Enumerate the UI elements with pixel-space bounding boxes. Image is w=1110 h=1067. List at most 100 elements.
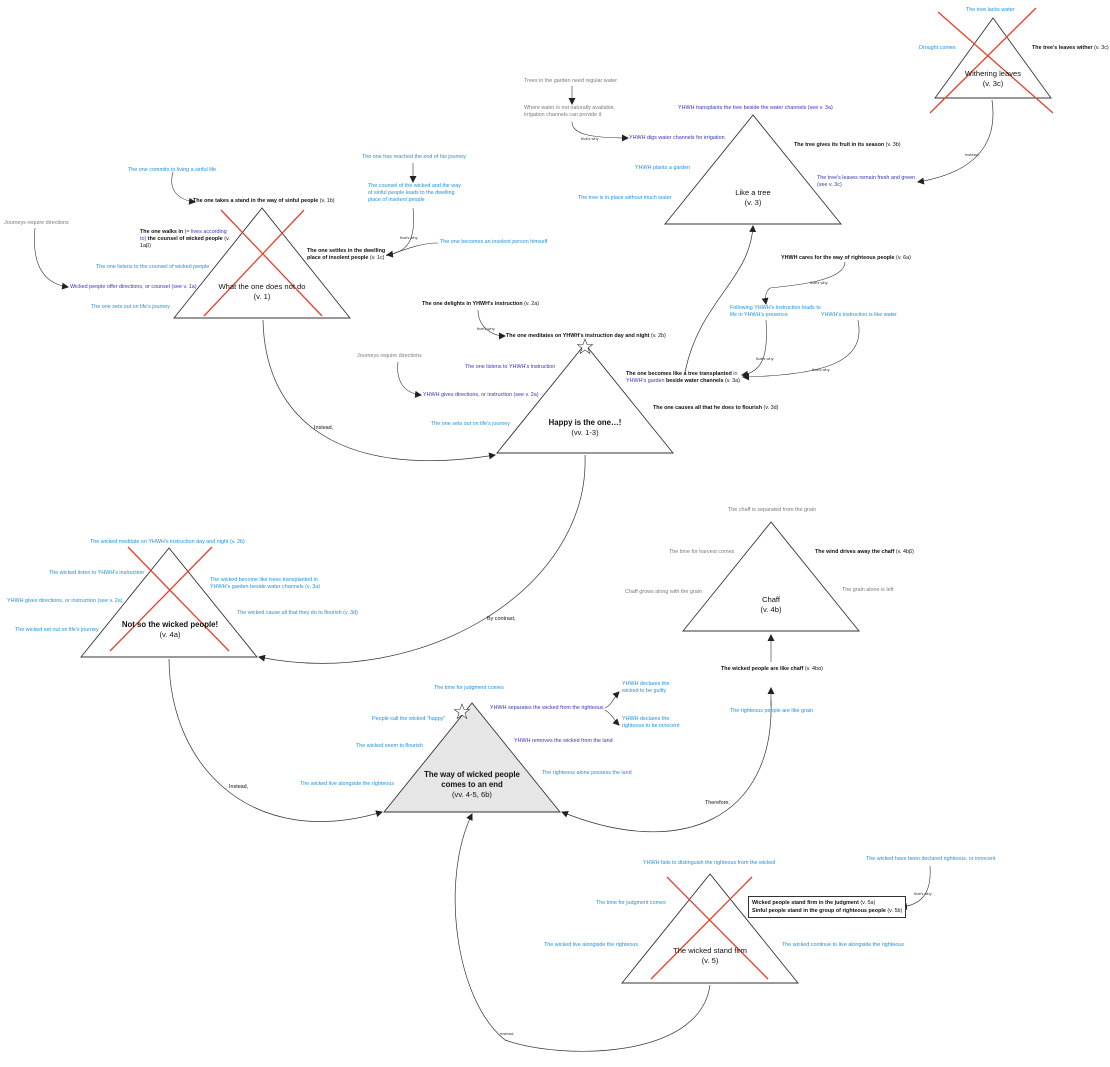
- cross-wither: [929, 7, 1054, 114]
- arrow-journeys-to-gives: [397, 361, 422, 398]
- label-transplants: YHWH transplants the tree beside the wat…: [678, 105, 833, 111]
- connector-thats-why-3: that's why: [477, 326, 495, 331]
- connector-instead-4: Instead,: [965, 152, 980, 157]
- title-wither: Withering leaves(v. 3c): [964, 69, 1022, 88]
- label-plants: YHWH plants a garden: [635, 165, 691, 171]
- label-journeys-1: Journeys require directions: [4, 220, 69, 226]
- label-walks: The one walks in (= lives according to) …: [140, 229, 230, 250]
- label-harvest: The time for harvest comes: [669, 549, 735, 555]
- label-fails: YHWH fails to distinguish the righteous …: [643, 860, 776, 866]
- title-not-do: What the one does not do(v. 1): [218, 282, 306, 301]
- label-wicked-become: The wicked become like trees transplante…: [210, 577, 320, 591]
- label-grain-left: The grain alone is left: [842, 587, 894, 593]
- cross-not-so: [109, 546, 230, 652]
- arrow-wither-to-tree: [917, 99, 994, 185]
- label-fruit: The tree gives its fruit in its season (…: [794, 142, 901, 148]
- arrow-where-to-digs: [571, 121, 629, 142]
- connector-therefore: Therefore,: [705, 800, 730, 806]
- label-wicked-gives: YHWH gives directions, or instruction (s…: [7, 598, 123, 604]
- box-line-1: Wicked people stand firm in the judgment…: [752, 900, 876, 906]
- triangle-way-end: [383, 702, 561, 813]
- label-reached-end: The one has reached the end of his journ…: [362, 154, 466, 160]
- label-digs: YHWH digs water channels for irrigation: [629, 135, 725, 141]
- label-trees-need: Trees in the garden need regular water: [524, 78, 617, 84]
- arrow-separates-to-innocent: [604, 709, 620, 726]
- star-happy-icon: [576, 338, 594, 355]
- label-declared: The wicked have been declared righteous,…: [866, 856, 996, 862]
- label-judgment-1: The time for judgment comes: [434, 685, 504, 691]
- title-happy: Happy is the one…!(vv. 1-3): [548, 418, 622, 438]
- arrow-chaff-to-wayend: [561, 699, 772, 833]
- label-call-happy: People call the wicked "happy": [372, 716, 446, 722]
- cross-stand-firm: [650, 876, 769, 980]
- label-instr-water: YHWH's instruction is like water: [821, 312, 897, 318]
- star-way-end-icon: [453, 703, 471, 720]
- label-meditates: The one meditates on YHWH's instruction …: [506, 333, 666, 339]
- triangle-tree: [664, 114, 842, 225]
- label-separates: YHWH separates the wicked from the right…: [490, 705, 604, 711]
- arrow-notdo-to-happy: [262, 319, 496, 462]
- connector-thats-why-4: that's why: [810, 280, 828, 285]
- label-wicked-cause: The wicked cause all that they do to flo…: [237, 610, 358, 616]
- title-not-so: Not so the wicked people!(v. 4a): [121, 620, 219, 640]
- label-like-chaff: The wicked people are like chaff (v. 4bα…: [721, 666, 823, 672]
- label-settles: The one settles in the dwelling place of…: [307, 248, 386, 262]
- triangle-wither: [934, 17, 1052, 99]
- label-insolent: The one becomes an insolent person himse…: [440, 239, 548, 245]
- arrow-happy-to-notso: [258, 454, 586, 664]
- label-listens-yhwh: The one listens to YHWH's instruction: [465, 364, 556, 370]
- connector-thats-why-2: that's why: [581, 136, 599, 141]
- arrow-cares-to-following: [761, 261, 846, 305]
- label-innocent: YHWH declares the righteous to be innoce…: [622, 716, 680, 730]
- label-where-water: Where water is not naturally available, …: [524, 105, 616, 119]
- title-tree: Like a tree(v. 3): [735, 188, 771, 207]
- label-chaff-grows: Chaff grows along with the grain: [625, 589, 702, 595]
- title-chaff: Chaff(v. 4b): [760, 595, 782, 614]
- label-possess: The righteous alone possess the land: [542, 770, 632, 776]
- arrow-following-to-becomes: [741, 319, 767, 378]
- label-guilty: YHWH declares the wicked to be guilty: [622, 681, 670, 695]
- label-lacks-water: The tree lacks water: [966, 7, 1015, 13]
- arrow-happy-to-tree: [684, 225, 757, 373]
- label-removes: YHWH removes the wicked from the land: [514, 738, 613, 744]
- arrow-notso-to-wayend: [168, 658, 383, 822]
- label-sets-out-2: The one sets out on life's journey: [431, 421, 510, 427]
- connector-thats-why-7: that's why: [914, 891, 932, 896]
- label-counsel-leads: The counsel of the wicked and the way of…: [368, 183, 461, 204]
- label-leaves-wither: The tree's leaves wither (v. 3c): [1032, 45, 1109, 51]
- connector-instead-3: Instead,: [500, 1031, 515, 1036]
- arrow-journeys-to-offer: [34, 227, 69, 290]
- label-becomes-tree: The one becomes like a tree transplanted…: [626, 371, 740, 385]
- label-wicked-offer: Wicked people offer directions, or couns…: [70, 284, 197, 290]
- label-judgment-2: The time for judgment comes: [596, 900, 666, 906]
- label-wind: The wind drives away the chaff (v. 4bβ): [815, 549, 914, 555]
- arrow-separates-to-guilty: [604, 691, 620, 709]
- connector-thats-why-6: that's why: [812, 367, 830, 372]
- label-journeys-2: Journeys require directions: [357, 353, 422, 359]
- label-causes-flourish: The one causes all that he does to flour…: [653, 405, 779, 411]
- label-seem-flourish: The wicked seem to flourish: [356, 743, 423, 749]
- label-delights: The one delights in YHWH's instruction (…: [422, 301, 540, 307]
- arrow-water-to-becomes: [742, 319, 860, 381]
- triangle-not-do: [173, 207, 351, 319]
- triangle-happy: [496, 343, 674, 454]
- box-line-2: Sinful people stand in the group of righ…: [752, 908, 903, 915]
- connector-instead-2: Instead,: [229, 784, 249, 790]
- label-takes-stand: The one takes a stand in the way of sinf…: [193, 198, 335, 204]
- connector-by-contrast: By contrast,: [487, 616, 516, 622]
- label-sets-out-1: The one sets out on life's journey: [91, 304, 170, 310]
- connector-instead-1: Instead,: [314, 425, 334, 431]
- cross-not-do: [203, 209, 323, 317]
- label-commits: The one commits to living a sinful life: [128, 167, 217, 173]
- label-wicked-meditate: The wicked meditate on YHWH's instructio…: [90, 539, 245, 545]
- label-cares: YHWH cares for the way of righteous peop…: [781, 255, 911, 261]
- triangle-not-so: [80, 547, 258, 658]
- label-grain: The righteous people are like grain: [730, 708, 814, 714]
- title-stand-firm: The wicked stand firm(v. 5): [673, 946, 747, 965]
- label-alongside-1: The wicked live alongside the righteous: [300, 781, 395, 787]
- label-continue: The wicked continue to live alongside th…: [782, 942, 904, 948]
- label-listens-counsel: The one listens to the counsel of wicked…: [96, 264, 210, 270]
- stand-firm-box: Wicked people stand firm in the judgment…: [748, 896, 907, 919]
